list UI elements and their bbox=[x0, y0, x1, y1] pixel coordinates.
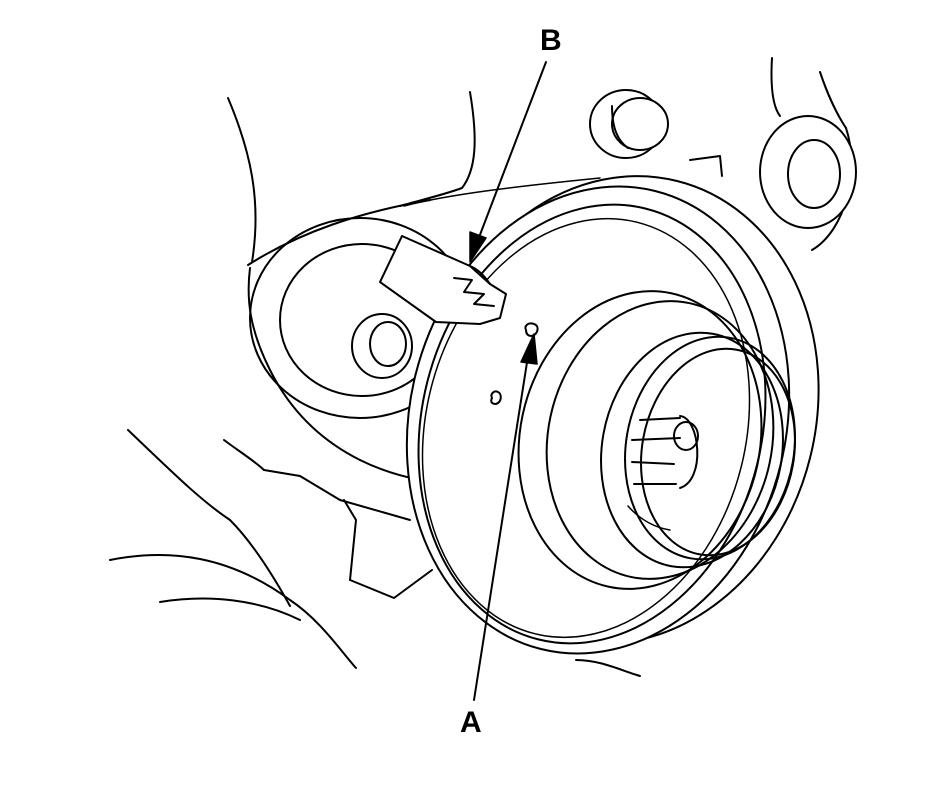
timing-pointer bbox=[379, 235, 507, 325]
callout-a: A bbox=[460, 706, 482, 739]
leader-b bbox=[469, 61, 547, 263]
crankshaft-bolt bbox=[627, 415, 699, 531]
top-stud bbox=[589, 89, 669, 159]
lower-frame bbox=[109, 429, 641, 677]
pulley-timing-marks bbox=[490, 322, 539, 405]
right-boss bbox=[759, 115, 857, 229]
left-bolt bbox=[351, 313, 413, 379]
leader-a bbox=[473, 333, 538, 701]
callout-b: B bbox=[540, 24, 562, 57]
